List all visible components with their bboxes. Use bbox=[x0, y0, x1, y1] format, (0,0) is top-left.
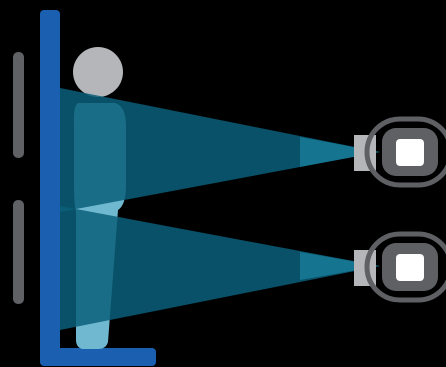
camera-sensor-top-icon bbox=[354, 116, 446, 188]
side-bar-bottom bbox=[13, 200, 24, 304]
sensor-bottom-outer-ring bbox=[364, 231, 446, 303]
beam-bottom bbox=[60, 206, 380, 330]
sensor-top-outer-ring bbox=[364, 116, 446, 188]
wall-floor bbox=[40, 348, 156, 366]
beam-bottom-highlight bbox=[300, 252, 380, 280]
beam-bottom-cone bbox=[60, 206, 380, 330]
side-bar-top bbox=[13, 52, 24, 158]
beam-top bbox=[60, 88, 380, 212]
sensor-bottom-lens bbox=[396, 254, 424, 281]
wall-icon bbox=[40, 10, 156, 366]
beam-top-highlight bbox=[300, 137, 380, 167]
beam-top-cone bbox=[60, 88, 380, 212]
camera-sensor-bottom-icon bbox=[354, 231, 446, 303]
person-head bbox=[73, 47, 123, 97]
wall-vertical bbox=[40, 10, 60, 365]
sensor-top-lens bbox=[396, 139, 424, 166]
